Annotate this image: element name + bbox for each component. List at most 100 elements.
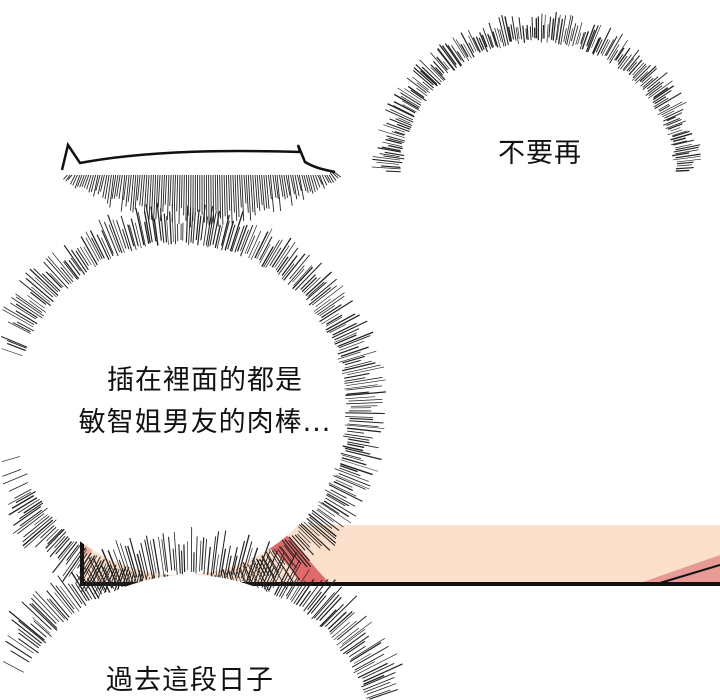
eyelash-line [276,171,282,212]
eyelash-line [329,171,337,181]
eyelash-line [298,171,305,200]
speed-line [309,516,337,540]
speed-line [100,564,113,589]
speed-line [436,56,449,71]
speed-line [71,583,87,606]
speed-line [127,545,138,578]
speed-line [290,569,310,601]
speed-line [259,236,273,261]
speed-line [55,585,75,610]
speed-line [29,300,47,313]
speed-line [372,158,403,164]
eyelash-line [234,171,238,221]
speed-line [330,612,355,635]
eyelash-line [236,171,240,217]
speed-line [195,536,198,574]
speed-line [329,611,353,633]
speed-line [571,23,577,42]
speed-line [387,103,415,118]
speed-line [323,500,350,518]
eyelash-line [258,171,263,206]
speed-line [325,313,356,331]
speed-line [17,513,45,535]
speed-line [498,17,507,46]
eyelash-line [241,171,245,222]
speed-line [340,452,362,459]
speed-line [45,271,63,289]
speed-line [43,261,69,289]
speed-line [234,225,245,253]
speed-line [672,137,686,143]
speed-line [122,228,130,250]
eyelash-line [97,171,104,195]
speed-line [70,257,81,272]
speed-line [517,26,520,40]
speed-line [29,268,59,297]
speed-line [563,28,567,42]
speed-line [378,129,405,138]
speed-line [396,123,411,130]
speed-line [276,573,289,597]
speed-line [342,635,370,655]
speed-line [377,147,401,153]
speed-line [540,13,543,43]
speed-line [313,298,331,312]
speed-line [319,305,335,316]
speed-line [344,424,385,429]
speed-line [15,310,38,325]
speed-line [294,534,314,556]
speed-line [101,230,114,257]
speed-line [628,59,643,76]
speed-line [88,557,107,593]
speed-line [652,90,672,104]
speed-line [391,131,404,136]
eyelash-line [309,171,316,192]
speed-line [19,280,52,307]
speed-line [347,443,365,449]
speed-line [35,591,64,623]
speed-line [647,80,673,99]
speed-line [274,551,298,596]
speed-line [46,258,70,285]
speed-line [12,507,48,534]
eyelash-line [287,171,293,206]
speed-line [345,416,374,418]
speed-line [207,214,214,248]
speed-line [337,331,374,348]
speed-line [397,87,422,104]
speed-line [412,69,434,89]
speed-line [261,550,278,588]
speed-line [677,164,693,167]
speed-line [609,44,620,61]
speed-line [338,473,371,487]
speed-line [380,165,401,169]
speed-line [401,100,420,111]
speed-line [670,127,681,132]
speed-line [331,622,350,639]
speed-line [320,603,344,628]
eyelash-line [136,171,141,201]
speed-line [280,546,297,569]
speed-line [6,339,27,349]
eyelash-line [252,171,256,216]
speed-line [504,16,511,42]
speed-line [341,454,364,462]
speed-line [581,31,589,50]
speed-line [381,146,401,152]
speed-line [153,218,159,246]
eyelash-line [150,171,155,220]
speed-line [197,215,202,246]
speed-line [415,64,438,85]
speed-line [642,76,659,91]
speed-line [2,309,34,328]
speed-line [275,241,296,271]
eyelash-line [280,171,286,200]
speed-line [300,523,331,551]
speed-line [460,32,475,58]
speed-line [348,398,383,402]
speed-line [111,568,120,588]
speed-line [510,24,515,40]
speed-line [11,495,35,509]
eyelash-line [118,171,124,200]
speed-line [334,328,360,341]
